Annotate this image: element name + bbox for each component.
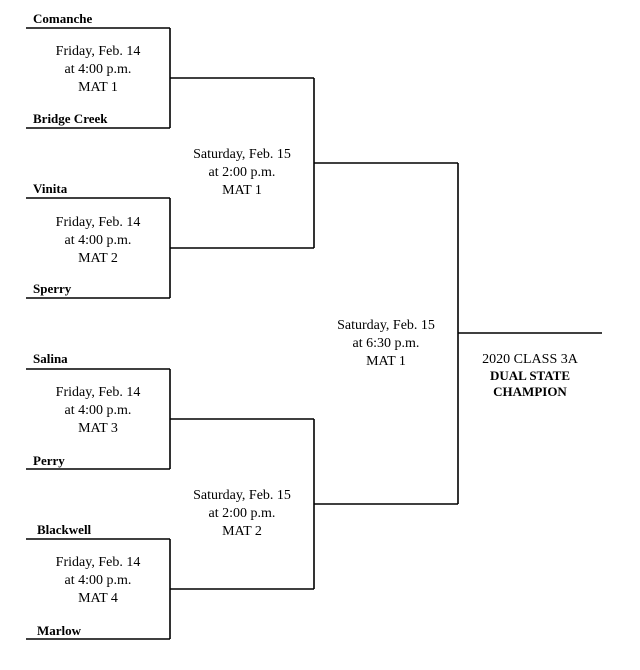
final-mat: MAT 1 <box>366 354 406 369</box>
qf4-time: at 4:00 p.m. <box>64 573 132 588</box>
qf2-bottom-team: Sperry <box>33 281 72 296</box>
champion-label: 2020 CLASS 3A DUAL STATE CHAMPION <box>462 352 598 400</box>
sf1-match-info: Saturday, Feb. 15 at 2:00 p.m. MAT 1 <box>172 146 312 200</box>
champion-word: CHAMPION <box>493 384 567 399</box>
qf3-mat: MAT 3 <box>78 421 118 436</box>
final-time: at 6:30 p.m. <box>352 336 420 351</box>
sf1-date: Saturday, Feb. 15 <box>193 147 291 162</box>
sf2-time: at 2:00 p.m. <box>208 506 276 521</box>
final-match-info: Saturday, Feb. 15 at 6:30 p.m. MAT 1 <box>316 317 456 371</box>
qf4-match-info: Friday, Feb. 14 at 4:00 p.m. MAT 4 <box>28 554 168 608</box>
qf4-mat: MAT 4 <box>78 591 118 606</box>
sf2-date: Saturday, Feb. 15 <box>193 488 291 503</box>
qf3-time: at 4:00 p.m. <box>64 403 132 418</box>
qf3-match-info: Friday, Feb. 14 at 4:00 p.m. MAT 3 <box>28 384 168 438</box>
qf1-mat: MAT 1 <box>78 80 118 95</box>
sf2-mat: MAT 2 <box>222 524 262 539</box>
qf2-match-info: Friday, Feb. 14 at 4:00 p.m. MAT 2 <box>28 214 168 268</box>
final-date: Saturday, Feb. 15 <box>337 318 435 333</box>
qf2-mat: MAT 2 <box>78 251 118 266</box>
qf4-date: Friday, Feb. 14 <box>55 555 141 570</box>
sf1-time: at 2:00 p.m. <box>208 165 276 180</box>
qf3-bottom-team: Perry <box>33 453 65 468</box>
sf2-match-info: Saturday, Feb. 15 at 2:00 p.m. MAT 2 <box>172 487 312 541</box>
qf4-top-team: Blackwell <box>37 522 92 537</box>
qf1-time: at 4:00 p.m. <box>64 62 132 77</box>
qf1-bottom-team: Bridge Creek <box>33 111 108 126</box>
qf1-match-info: Friday, Feb. 14 at 4:00 p.m. MAT 1 <box>28 43 168 97</box>
qf1-date: Friday, Feb. 14 <box>55 44 141 59</box>
qf3-top-team: Salina <box>33 351 68 366</box>
champion-subtitle: DUAL STATE <box>489 368 571 383</box>
qf3-date: Friday, Feb. 14 <box>55 385 141 400</box>
qf2-time: at 4:00 p.m. <box>64 233 132 248</box>
qf4-bottom-team: Marlow <box>37 623 82 638</box>
qf2-top-team: Vinita <box>33 181 68 196</box>
qf2-date: Friday, Feb. 14 <box>55 215 141 230</box>
sf1-mat: MAT 1 <box>222 183 262 198</box>
qf1-top-team: Comanche <box>33 11 92 26</box>
champion-title: 2020 CLASS 3A <box>482 352 578 367</box>
